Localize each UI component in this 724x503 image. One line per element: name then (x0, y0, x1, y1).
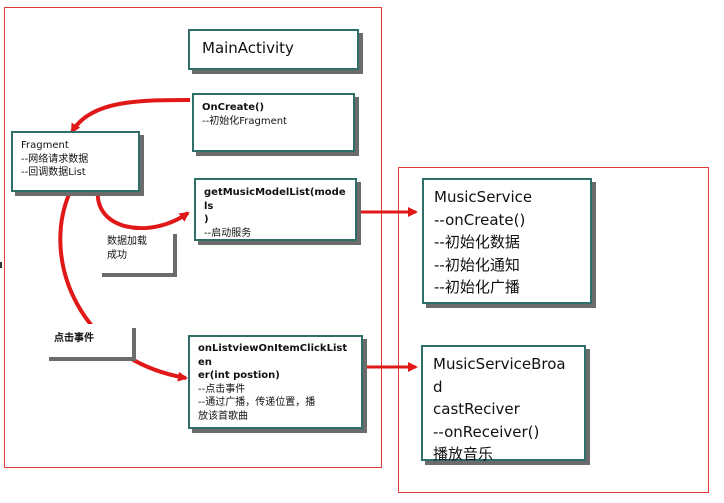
broadcast-title-2: castReciver (433, 400, 520, 418)
main-activity-title: MainActivity (202, 39, 294, 57)
data-loaded-line-1: 数据加载 (107, 236, 147, 247)
edge-mark (0, 262, 2, 268)
fragment-desc-2: --回调数据List (21, 167, 86, 178)
music-service-init-broadcast: --初始化广播 (434, 278, 520, 296)
get-list-method-cont: ) (204, 214, 209, 225)
on-create-box: OnCreate() --初始化Fragment (192, 93, 355, 152)
music-service-oncreate: --onCreate() (434, 210, 526, 229)
data-loaded-line-2: 成功 (107, 249, 127, 261)
music-service-init-data: --初始化数据 (434, 233, 520, 251)
item-click-box: onListviewOnItemClickListen er(int posti… (188, 335, 363, 429)
item-click-desc-3: 放该首歌曲 (198, 410, 248, 422)
broadcast-play-music: 播放音乐 (433, 445, 494, 463)
arrow-oncreate-to-fragment (70, 98, 191, 134)
data-loaded-label: 数据加载 成功 (98, 230, 173, 273)
on-create-line: OnCreate() (202, 102, 265, 113)
activity-frame (4, 7, 382, 468)
item-click-method-cont: er(int postion) (198, 370, 280, 381)
fragment-title: Fragment (21, 140, 69, 151)
music-service-box: MusicService --onCreate() --初始化数据 --初始化通… (422, 178, 592, 304)
fragment-desc-1: --网络请求数据 (21, 153, 89, 165)
get-list-desc: --启动服务 (204, 227, 252, 239)
arrow-fragment-to-getlist (95, 189, 190, 230)
get-list-box: getMusicModelList(models ) --启动服务 (194, 178, 357, 241)
music-service-init-notify: --初始化通知 (434, 255, 520, 274)
broadcast-box: MusicServiceBroad castReciver --onReceiv… (421, 345, 586, 463)
broadcast-onreceiver: --onReceiver() (433, 422, 540, 441)
click-event-label: 点击事件 (45, 324, 132, 357)
click-event-text: 点击事件 (54, 333, 94, 344)
get-list-method: getMusicModelList(models (204, 187, 346, 212)
service-frame (398, 167, 709, 493)
music-service-title: MusicService (434, 188, 533, 206)
fragment-box: Fragment --网络请求数据 --回调数据List (11, 131, 140, 192)
on-create-desc: --初始化Fragment (202, 115, 287, 127)
main-activity-box: MainActivity (188, 29, 359, 70)
item-click-method: onListviewOnItemClickListen (198, 343, 348, 368)
arrow-fragment-to-itemclick (58, 191, 188, 382)
broadcast-title-1: MusicServiceBroad (433, 355, 566, 396)
item-click-desc-2: --通过广播，传递位置，播 (198, 397, 316, 408)
item-click-desc-1: --点击事件 (198, 383, 246, 395)
